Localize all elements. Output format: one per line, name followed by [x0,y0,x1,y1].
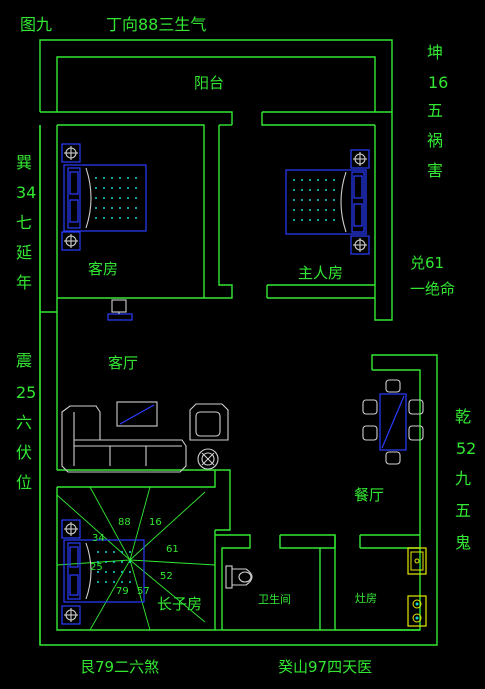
svg-text:25: 25 [90,562,103,573]
svg-text:57: 57 [137,586,150,597]
toilet-icon [225,565,253,589]
room-dining: 餐厅 [354,486,384,504]
svg-text:34: 34 [92,533,105,544]
stove-icon [407,595,427,627]
svg-text:伏: 伏 [16,443,32,462]
svg-text:兑61: 兑61 [410,254,444,272]
label-gen: 艮79二六煞 [80,658,159,676]
svg-text:九: 九 [455,469,471,488]
label-gui: 癸山97四天医 [278,658,372,676]
svg-text:七: 七 [16,213,32,232]
room-guest: 客房 [88,260,118,278]
figure-number: 图九 [20,15,52,34]
label-qian: 乾 52 九 五 鬼 [455,407,476,552]
computer-icon [107,299,133,321]
svg-text:52: 52 [160,571,173,582]
room-eldest-son: 长子房 [157,595,202,613]
svg-text:一绝命: 一绝命 [410,280,455,298]
side-table [197,448,219,470]
armchair [189,403,229,441]
svg-text:六: 六 [16,413,32,432]
label-xun: 巽 34 七 延 年 [16,153,36,292]
room-master: 主人房 [298,264,343,282]
svg-text:五: 五 [455,501,471,520]
svg-text:害: 害 [427,161,443,180]
son-bed [61,519,145,625]
svg-text:61: 61 [166,544,179,555]
master-bed [285,149,370,255]
svg-text:五: 五 [427,101,443,120]
svg-text:25: 25 [16,383,36,402]
walls [39,39,438,646]
svg-text:坤: 坤 [427,43,443,62]
sink-icon [407,547,427,575]
svg-text:88: 88 [118,517,131,528]
orientation-title: 丁向88三生气 [106,15,206,34]
svg-text:延: 延 [16,243,32,262]
svg-text:年: 年 [16,273,32,292]
svg-text:位: 位 [16,473,32,492]
svg-text:16: 16 [149,517,162,528]
svg-text:34: 34 [16,183,36,202]
svg-text:巽: 巽 [16,153,32,172]
compass-numbers: 88 16 34 61 25 52 79 57 [90,517,179,597]
svg-text:祸: 祸 [427,131,443,150]
labels: 图九 丁向88三生气 阳台 客房 主人房 客厅 餐厅 长子房 卫生间 灶房 坤 … [16,15,476,676]
svg-text:震: 震 [16,351,32,370]
svg-text:16: 16 [428,73,448,92]
label-dui: 兑61 一绝命 [410,254,455,298]
svg-text:乾: 乾 [455,407,471,426]
coffee-table [116,401,158,427]
compass-lines [56,486,216,631]
room-living: 客厅 [108,354,138,372]
svg-text:鬼: 鬼 [455,533,471,552]
label-kun: 坤 16 五 祸 害 [427,43,448,180]
svg-text:79: 79 [116,586,129,597]
guest-bed [61,143,147,251]
sofa [61,405,187,473]
room-balcony: 阳台 [194,74,224,92]
room-bathroom: 卫生间 [258,592,291,606]
dining-table [362,379,424,465]
svg-text:52: 52 [456,439,476,458]
label-zhen: 震 25 六 伏 位 [16,351,36,492]
room-kitchen: 灶房 [355,592,377,605]
